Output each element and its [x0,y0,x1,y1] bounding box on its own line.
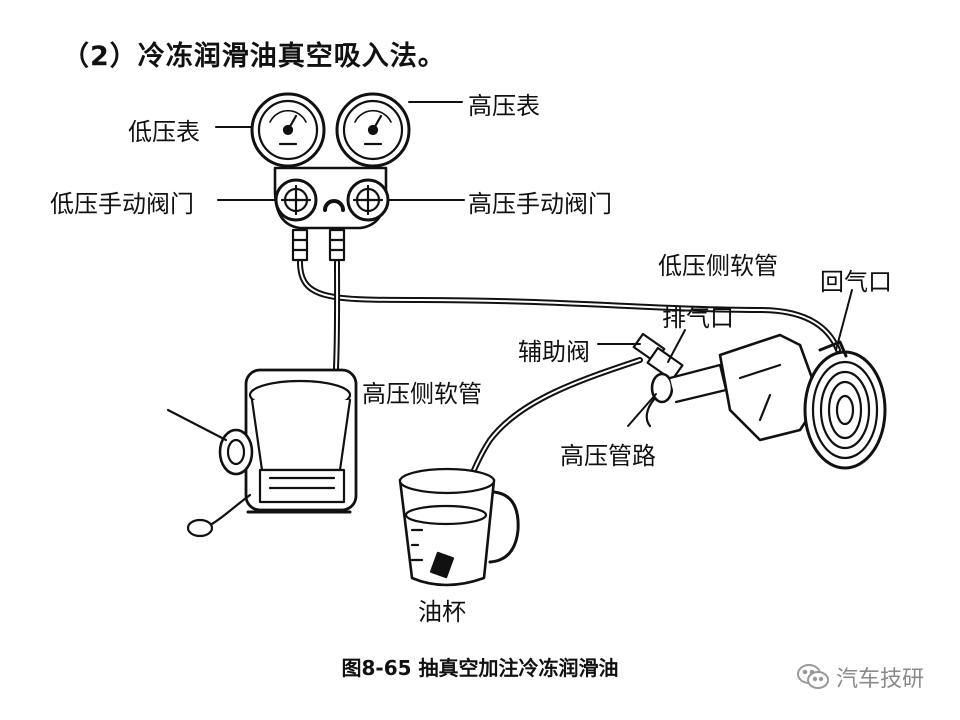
label-high-hose: 高压侧软管 [362,380,482,408]
manifold-body [273,166,390,262]
label-high-gauge: 高压表 [468,92,540,120]
label-high-line: 高压管路 [560,442,656,470]
aux-valve-assembly [632,332,728,428]
label-oil-cup: 油杯 [418,598,466,626]
wechat-icon [796,664,829,689]
vacuum-pump [166,368,358,538]
label-high-valve: 高压手动阀门 [468,190,612,218]
label-low-gauge: 低压表 [128,118,200,146]
compressor [718,333,887,470]
watermark-text: 汽车技研 [835,667,924,692]
label-return-port: 回气口 [820,268,892,296]
watermark: 汽车技研 [796,661,924,693]
label-aux-valve: 辅助阀 [518,338,590,366]
low-pressure-gauge [250,92,326,168]
oil-cup [398,467,520,587]
label-exhaust-port: 排气口 [662,304,734,332]
leader-lines [215,101,853,427]
page-title: （2）冷冻润滑油真空吸入法。 [62,41,446,72]
label-low-hose: 低压侧软管 [658,252,778,280]
high-pressure-gauge [335,92,411,168]
low-side-hose [297,259,841,353]
label-low-valve: 低压手动阀门 [50,190,194,218]
figure-caption: 图8-65 抽真空加注冷冻润滑油 [341,656,619,680]
